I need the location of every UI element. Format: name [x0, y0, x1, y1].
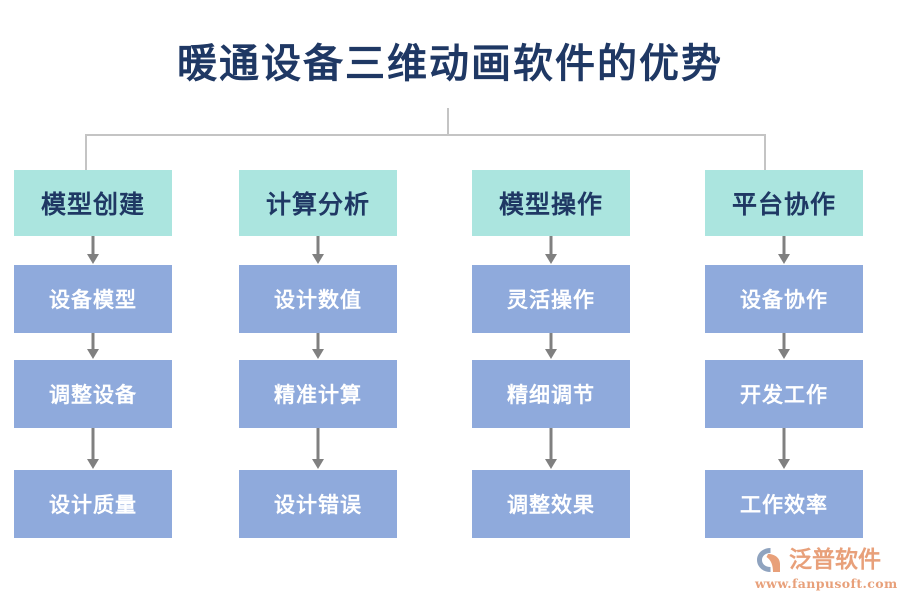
arrow-down-icon [14, 236, 172, 265]
connector-center-stem [447, 108, 449, 136]
node-box-3-2[interactable]: 精细调节 [472, 360, 630, 428]
node-box-3-1[interactable]: 灵活操作 [472, 265, 630, 333]
arrow-down-icon [239, 428, 397, 470]
arrow-down-icon [472, 428, 630, 470]
column-header-3[interactable]: 模型操作 [472, 170, 630, 236]
arrow-down-icon [239, 333, 397, 360]
diagram-column-1: 模型创建 设备模型 调整设备 设计质量 [14, 170, 172, 538]
arrow-down-icon [472, 236, 630, 265]
node-box-2-1[interactable]: 设计数值 [239, 265, 397, 333]
watermark-logo: 泛普软件 www.fanpusoft.com [755, 545, 898, 595]
node-box-1-1[interactable]: 设备模型 [14, 265, 172, 333]
column-header-1[interactable]: 模型创建 [14, 170, 172, 236]
column-header-2[interactable]: 计算分析 [239, 170, 397, 236]
diagram-column-3: 模型操作 灵活操作 精细调节 调整效果 [472, 170, 630, 538]
node-box-1-2[interactable]: 调整设备 [14, 360, 172, 428]
arrow-down-icon [14, 333, 172, 360]
fanpu-logo-icon [755, 546, 785, 574]
connector-drop-left [85, 134, 87, 170]
arrow-down-icon [239, 236, 397, 265]
column-header-4[interactable]: 平台协作 [705, 170, 863, 236]
node-box-3-3[interactable]: 调整效果 [472, 470, 630, 538]
arrow-down-icon [14, 428, 172, 470]
node-box-1-3[interactable]: 设计质量 [14, 470, 172, 538]
arrow-down-icon [472, 333, 630, 360]
logo-name: 泛普软件 [789, 547, 881, 573]
arrow-down-icon [705, 333, 863, 360]
arrow-down-icon [705, 236, 863, 265]
arrow-down-icon [705, 428, 863, 470]
logo-url: www.fanpusoft.com [755, 576, 898, 591]
logo-row: 泛普软件 [755, 545, 895, 575]
diagram-column-4: 平台协作 设备协作 开发工作 工作效率 [705, 170, 863, 538]
node-box-4-1[interactable]: 设备协作 [705, 265, 863, 333]
node-box-2-3[interactable]: 设计错误 [239, 470, 397, 538]
connector-horizontal-bar [85, 134, 766, 136]
diagram-column-2: 计算分析 设计数值 精准计算 设计错误 [239, 170, 397, 538]
page-title: 暖通设备三维动画软件的优势 [177, 40, 723, 87]
node-box-4-3[interactable]: 工作效率 [705, 470, 863, 538]
node-box-4-2[interactable]: 开发工作 [705, 360, 863, 428]
node-box-2-2[interactable]: 精准计算 [239, 360, 397, 428]
connector-drop-right [764, 134, 766, 170]
